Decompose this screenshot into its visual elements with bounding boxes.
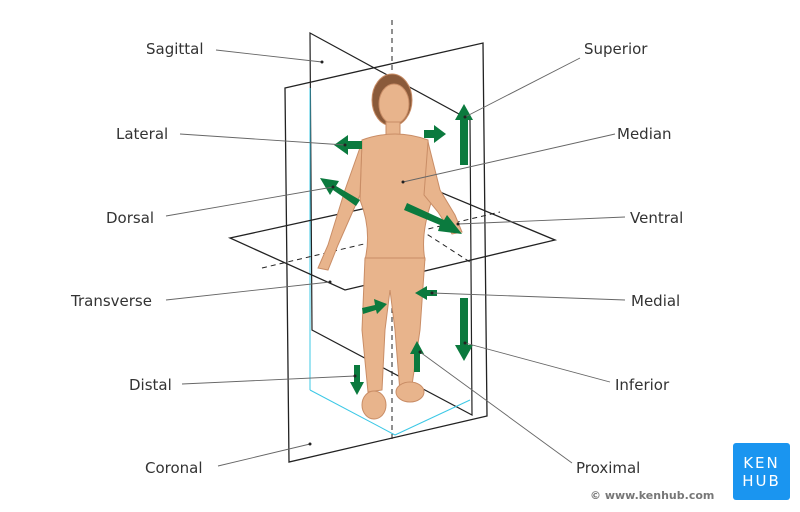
label-coronal: Coronal [145,459,203,477]
copyright: © www.kenhub.com [590,489,715,502]
logo-line2: HUB [742,471,781,490]
label-superior: Superior [584,40,648,58]
leader-lines [165,49,626,467]
label-ventral: Ventral [630,209,684,227]
logo-line1: KEN [743,453,780,472]
dorsal-arrow [320,178,360,206]
label-inferior: Inferior [615,376,670,394]
label-sagittal: Sagittal [146,40,204,58]
green-arrows [320,104,473,395]
lateral-arrow [334,135,362,155]
inferior-arrow [455,298,473,361]
label-median: Median [617,125,672,143]
kenhub-logo: KEN HUB [733,443,790,500]
medial-arrow-right [415,286,437,300]
label-proximal: Proximal [576,459,641,477]
superior-arrow [455,104,473,165]
lateral-arrow-right [424,125,446,143]
sagittal-plane [309,31,473,417]
medial-arrow-left [362,299,387,314]
label-dorsal: Dorsal [106,209,155,227]
coronal-plane [284,42,488,463]
label-distal: Distal [129,376,172,394]
label-transverse: Transverse [71,292,152,310]
proximal-arrow [410,341,424,372]
horizontal-axis [261,211,501,269]
distal-arrow [350,365,364,395]
label-medial: Medial [631,292,681,310]
label-lateral: Lateral [116,125,169,143]
human-figure [317,73,463,420]
ventral-arrow [404,203,462,234]
